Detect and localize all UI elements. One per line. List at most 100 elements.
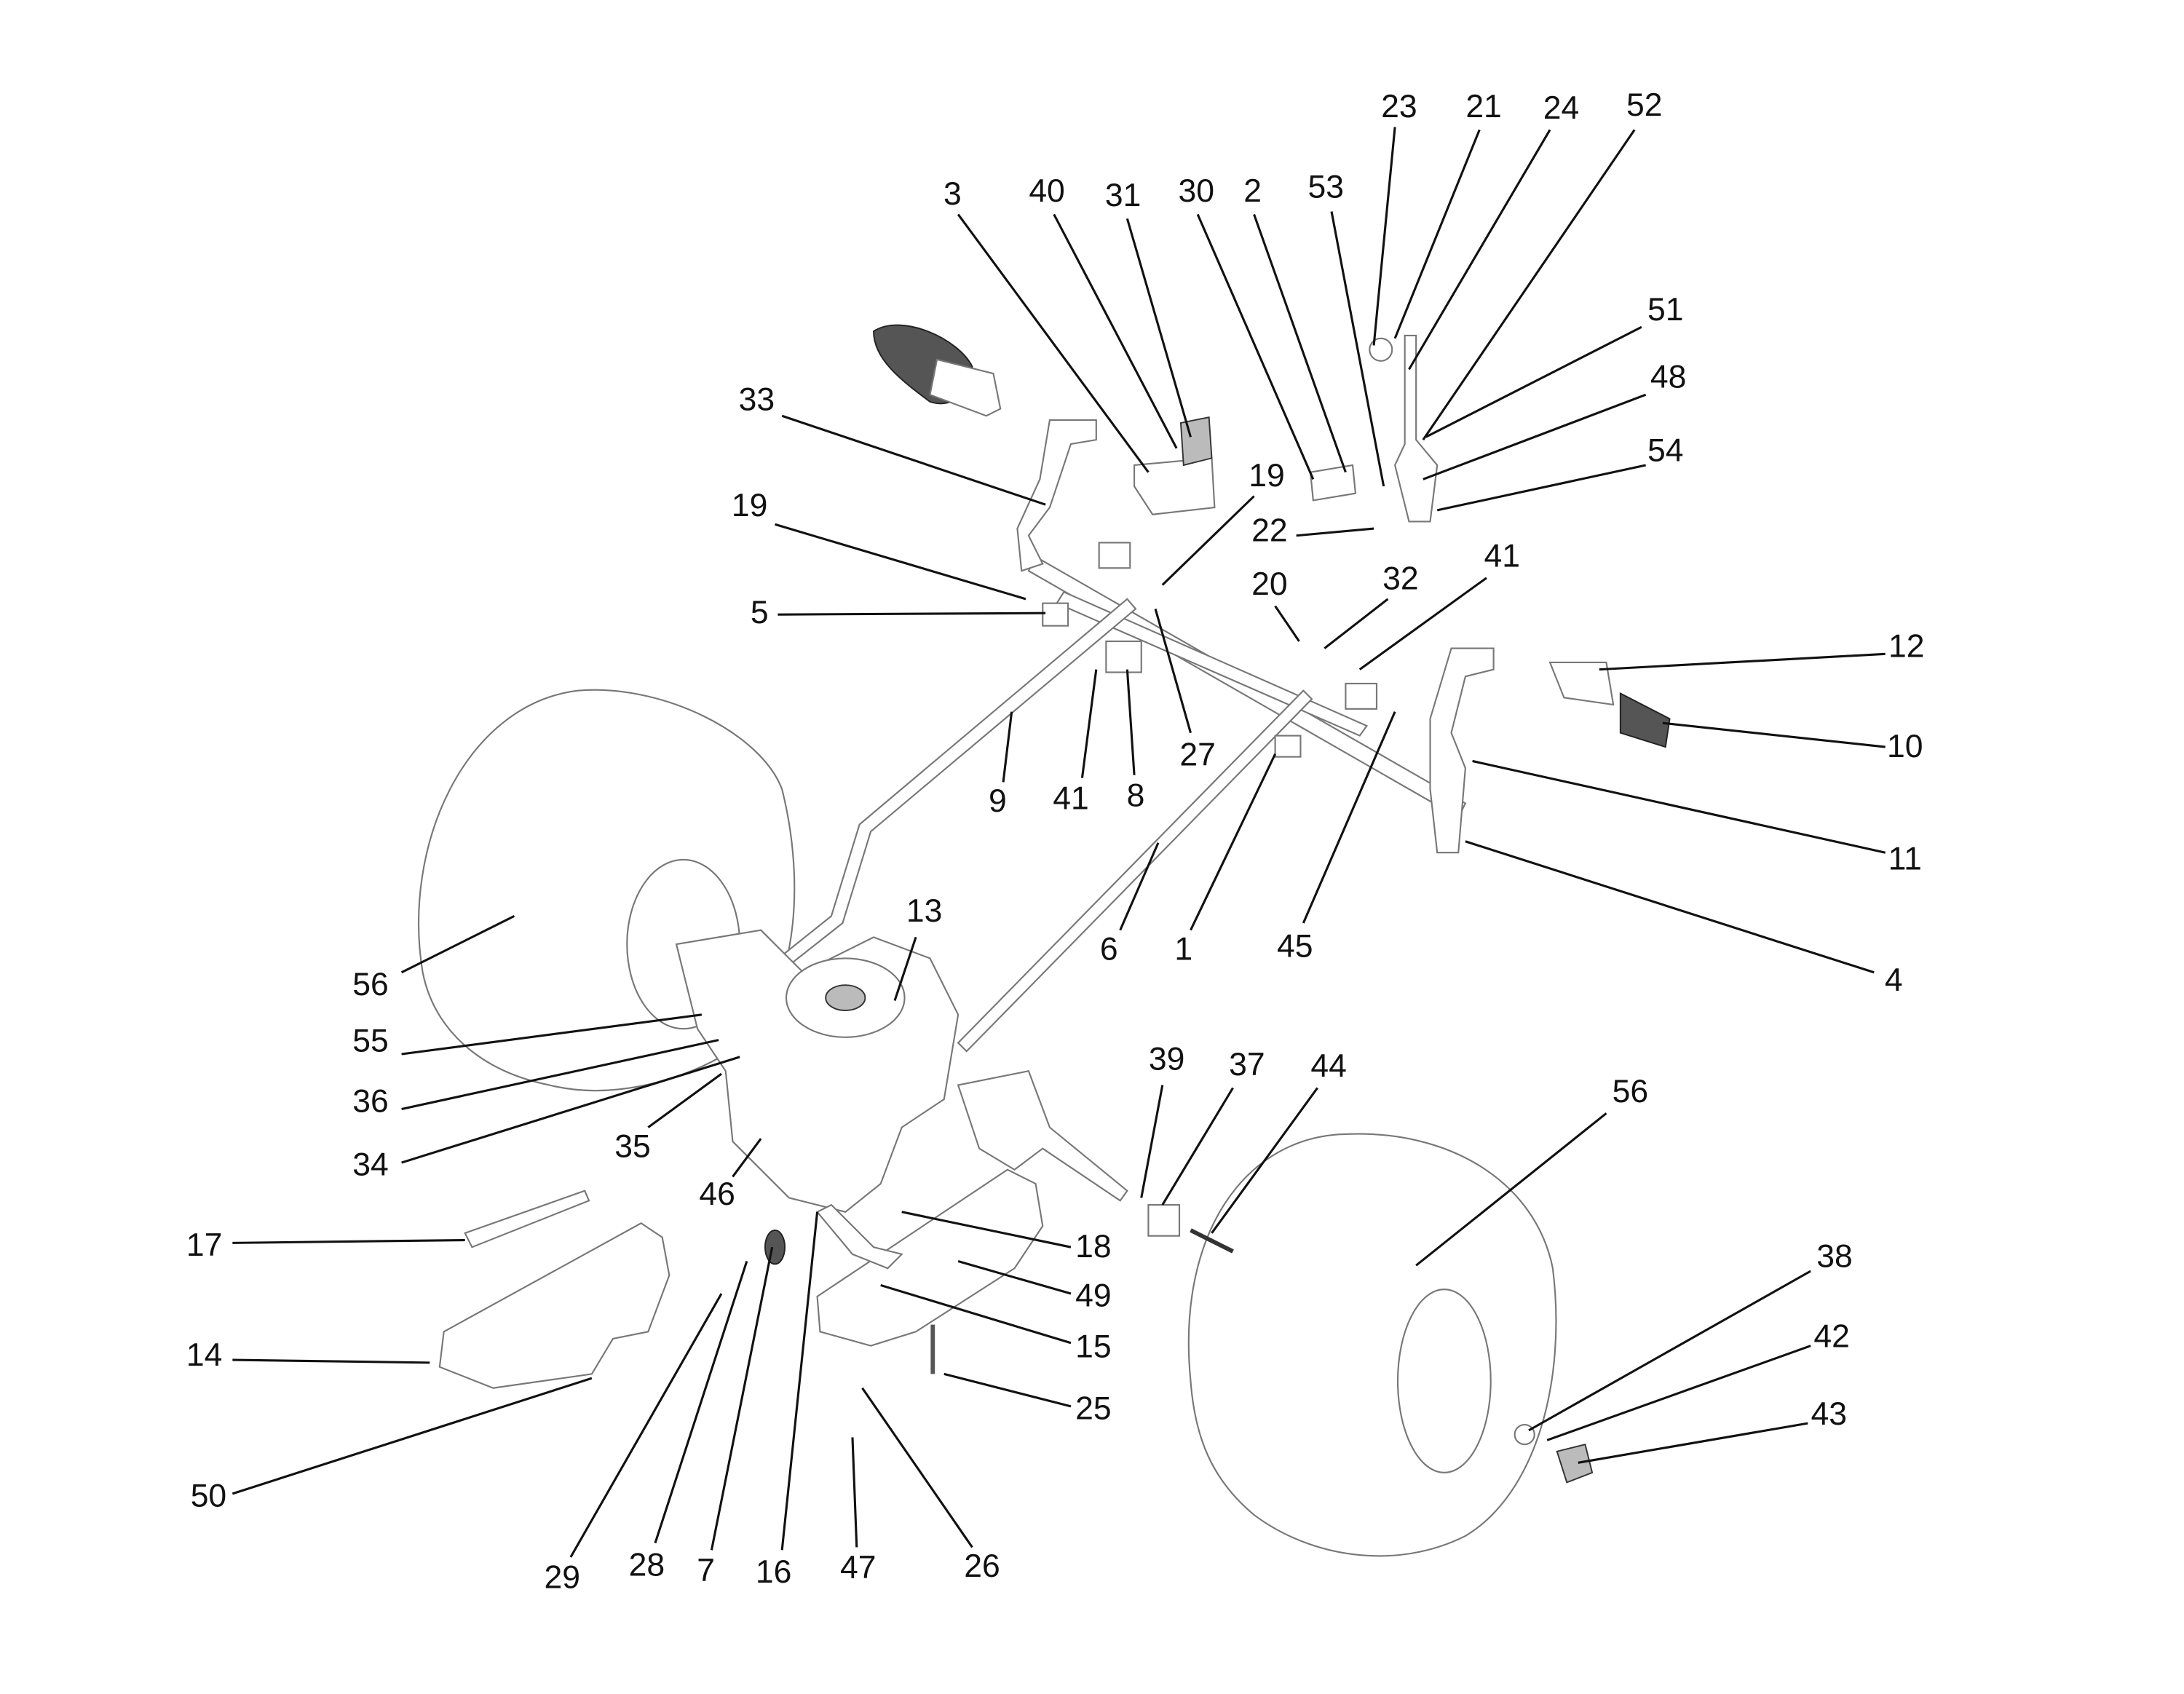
leader-line [957, 213, 1150, 473]
callout-39: 39 [1140, 1041, 1185, 1198]
leader-line [957, 1260, 1072, 1295]
callout-28: 9 [989, 711, 1013, 819]
callout-55: 7 [697, 1246, 774, 1588]
callout-number: 41 [1053, 780, 1089, 816]
spacer-37 [1147, 1204, 1181, 1237]
leader-line [1119, 842, 1160, 931]
callout-58: 26 [861, 1387, 1000, 1584]
leader-line [569, 1293, 723, 1558]
leader-line [1125, 669, 1136, 775]
callout-number: 38 [1816, 1238, 1853, 1274]
callout-0: 23 [1372, 89, 1417, 346]
leader-line [1425, 325, 1642, 438]
pedal-cover-right [1548, 661, 1615, 706]
callout-number: 26 [964, 1548, 1000, 1584]
callout-number: 56 [1613, 1074, 1648, 1109]
callout-42: 56 [1415, 1074, 1648, 1267]
plate-2 [1309, 464, 1357, 502]
bushing [1098, 542, 1131, 569]
leader-line [943, 1372, 1072, 1408]
callout-number: 28 [629, 1547, 665, 1583]
callout-number: 12 [1888, 628, 1925, 664]
bracket-16 [815, 1203, 903, 1270]
leader-line [901, 1211, 1072, 1248]
leader-line [1053, 213, 1178, 449]
pedal-arm-4 [1429, 647, 1495, 854]
leader-line [1154, 608, 1192, 734]
callout-number: 3 [943, 176, 962, 212]
callout-2: 24 [1408, 90, 1579, 371]
callout-7: 30 [1178, 173, 1315, 480]
callout-57: 47 [840, 1437, 877, 1586]
leader-line [780, 1211, 819, 1551]
callout-number: 47 [840, 1550, 877, 1586]
leader-line [781, 414, 1046, 506]
callout-16: 19 [732, 488, 1026, 601]
bracket-3 [1133, 457, 1216, 515]
callout-number: 4 [1885, 962, 1903, 998]
leader-line [1161, 495, 1255, 586]
leader-line [232, 1377, 593, 1495]
callout-15: 22 [1251, 513, 1374, 549]
callout-number: 53 [1308, 169, 1345, 205]
leader-line [400, 914, 515, 974]
bushing-23 [1369, 337, 1393, 362]
leader-line [1578, 1422, 1808, 1464]
callout-9: 53 [1308, 169, 1385, 487]
callout-number: 10 [1887, 729, 1923, 764]
callout-25: 27 [1154, 608, 1216, 772]
callout-30: 1 [1174, 753, 1277, 967]
callout-6: 31 [1105, 178, 1192, 438]
bushing [1345, 682, 1378, 710]
callout-46: 15 [880, 1283, 1112, 1364]
leader-line [1436, 464, 1646, 512]
callout-number: 1 [1174, 931, 1192, 967]
callout-number: 23 [1381, 89, 1417, 124]
callout-number: 39 [1149, 1041, 1185, 1077]
callout-26: 8 [1125, 669, 1144, 814]
callout-number: 25 [1075, 1390, 1112, 1426]
callout-number: 15 [1075, 1329, 1112, 1364]
leader-line [710, 1246, 774, 1551]
leader-line [732, 1138, 762, 1178]
callout-1: 21 [1393, 89, 1502, 339]
callout-48: 50 [191, 1377, 593, 1513]
callout-51: 42 [1546, 1319, 1850, 1441]
leader-line [893, 936, 917, 1001]
callout-20: 41 [1358, 538, 1520, 670]
parts-drawing [418, 324, 1671, 1557]
callout-number: 19 [1249, 458, 1285, 494]
bracket-8 [1105, 640, 1142, 673]
callout-35: 36 [352, 1039, 719, 1120]
leader-line [1662, 721, 1886, 748]
callout-37: 35 [614, 1072, 722, 1164]
callout-38: 46 [699, 1138, 762, 1212]
callout-number: 49 [1075, 1278, 1112, 1314]
leader-line [861, 1387, 973, 1548]
callout-13: 33 [739, 382, 1046, 506]
spring-7 [764, 1229, 786, 1265]
leader-line [1546, 1345, 1811, 1441]
callout-number: 48 [1650, 360, 1686, 395]
callout-43: 17 [186, 1227, 465, 1263]
callout-47: 14 [186, 1337, 430, 1373]
callout-14: 19 [1161, 458, 1285, 586]
leader-line [1253, 213, 1347, 473]
callout-number: 44 [1310, 1048, 1347, 1084]
callout-number: 43 [1811, 1396, 1848, 1432]
callout-17: 5 [751, 595, 1046, 630]
leader-line [654, 1261, 748, 1544]
bracket-17 [464, 1190, 590, 1248]
callout-number: 18 [1075, 1229, 1112, 1264]
callout-45: 49 [957, 1260, 1112, 1314]
pulley-hub [825, 984, 866, 1011]
callout-32: 13 [893, 893, 942, 1001]
callout-number: 6 [1100, 931, 1118, 967]
bracket-14 [438, 1222, 670, 1389]
right-wheel-hub [1396, 1289, 1492, 1473]
bracket-48 [1394, 334, 1439, 523]
callout-number: 20 [1251, 566, 1288, 602]
